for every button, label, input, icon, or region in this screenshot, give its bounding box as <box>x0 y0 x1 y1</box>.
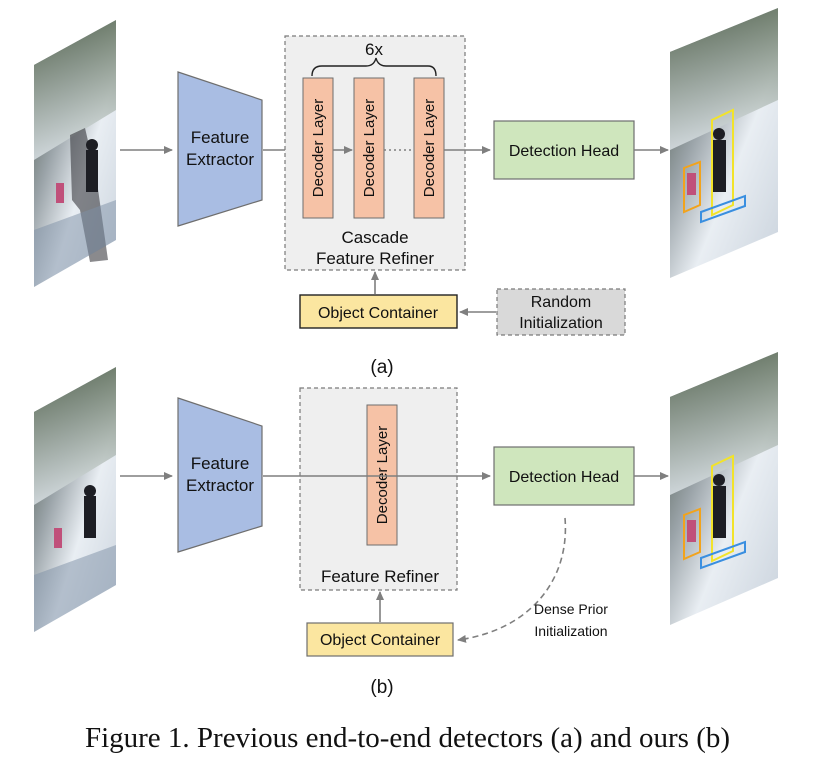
object-container-a: Object Container <box>299 294 458 329</box>
detection-head-a-label: Detection Head <box>509 143 619 160</box>
refiner-b-label: Feature Refiner <box>321 567 439 586</box>
bbox-child <box>683 160 701 214</box>
panel-a-label: (a) <box>370 357 393 378</box>
decoder-layer-a1-label: Decoder Layer <box>310 99 327 197</box>
input-image-a <box>34 20 116 287</box>
feature-extractor-a-line1: Feature <box>191 128 250 147</box>
refiner-a-line1: Cascade <box>341 228 408 247</box>
figure-caption: Figure 1. Previous end-to-end detectors … <box>84 722 731 754</box>
feature-extractor-a: Feature Extractor <box>177 71 263 227</box>
dense-prior-line1: Dense Prior <box>534 601 608 617</box>
bbox-skis <box>700 194 746 224</box>
bbox-child-b <box>683 507 701 561</box>
object-container-b-label: Object Container <box>320 632 441 649</box>
feature-extractor-a-line2: Extractor <box>186 150 254 169</box>
bbox-skis-b <box>700 540 746 570</box>
bbox-person-b <box>711 454 734 563</box>
detection-head-a: Detection Head <box>493 120 635 180</box>
detection-head-b-label: Detection Head <box>509 469 619 486</box>
panel-b-label: (b) <box>370 677 393 698</box>
decoder-layer-a1 <box>302 77 334 219</box>
decoder-layer-a3 <box>413 77 445 219</box>
decoder-layer-a3-label: Decoder Layer <box>421 99 438 197</box>
input-image-b <box>34 367 116 632</box>
bbox-person <box>711 108 734 217</box>
object-container-b: Object Container <box>306 622 454 657</box>
output-image-a <box>670 8 778 278</box>
feature-extractor-b-line2: Extractor <box>186 476 254 495</box>
output-image-b <box>670 352 778 625</box>
arrow-head-to-container-dense <box>457 517 567 643</box>
dense-prior-line2: Initialization <box>534 623 607 639</box>
refiner-a-line2: Feature Refiner <box>316 249 434 268</box>
random-initialization: Random Initialization <box>496 288 626 336</box>
random-init-line2: Initialization <box>519 315 603 332</box>
cascade-feature-refiner: 6x Decoder Layer Decoder Layer Decoder L… <box>284 35 466 271</box>
decoder-layer-a2-label: Decoder Layer <box>361 99 378 197</box>
repeat-label: 6x <box>365 40 383 59</box>
random-init-line1: Random <box>531 294 591 311</box>
decoder-layer-a2 <box>353 77 385 219</box>
feature-extractor-b-line1: Feature <box>191 454 250 473</box>
decoder-layer-b-label: Decoder Layer <box>374 426 391 524</box>
feature-extractor-b: Feature Extractor <box>177 397 263 553</box>
object-container-a-label: Object Container <box>318 305 439 322</box>
repeat-brace <box>311 57 437 77</box>
decoder-layer-b <box>366 404 398 546</box>
detection-head-b: Detection Head <box>493 446 635 506</box>
feature-refiner-b: Decoder Layer Feature Refiner <box>299 387 458 591</box>
